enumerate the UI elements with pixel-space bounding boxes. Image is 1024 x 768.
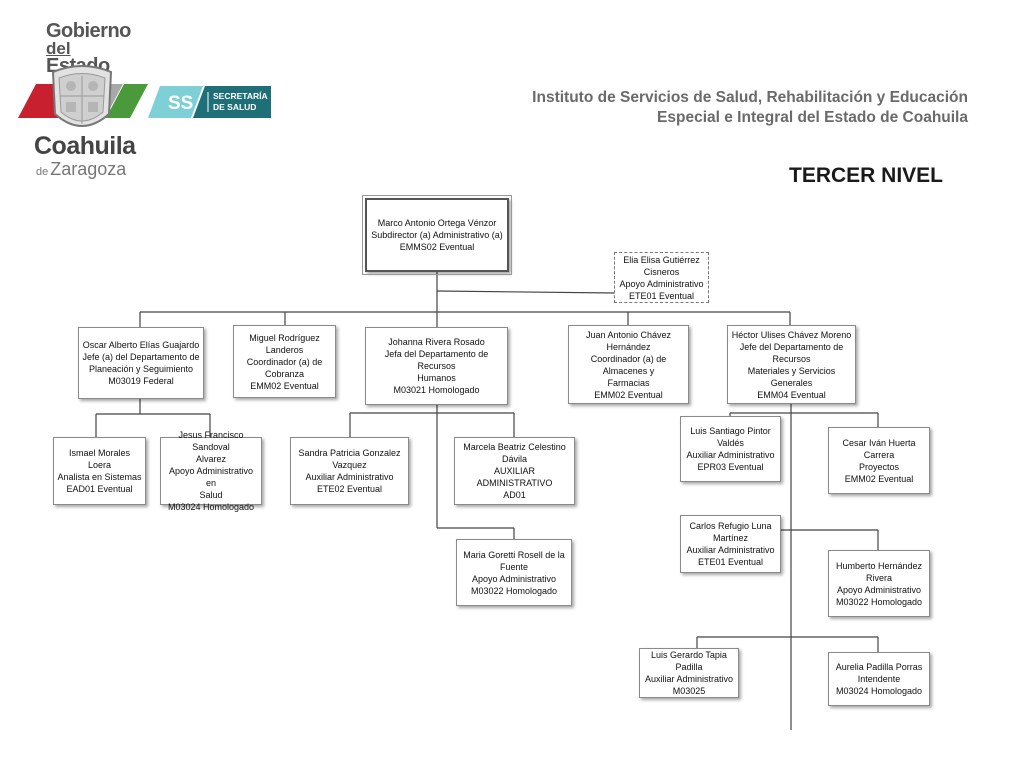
logo-coahuila: Coahuila [34, 132, 136, 160]
institute-line-1: Instituto de Servicios de Salud, Rehabil… [532, 89, 968, 106]
ss-logo-text: SS [168, 93, 193, 114]
level-title: TERCER NIVEL [789, 164, 944, 187]
coat-of-arms-seal [51, 65, 113, 127]
logo-del: del [46, 39, 71, 58]
de-salud-text: DE SALUD [213, 102, 256, 112]
institute-line-2: Especial e Integral del Estado de Coahui… [657, 109, 968, 126]
logo-gobierno: Gobierno [46, 20, 131, 42]
state-ribbon-logo: SS SECRETARÍA DE SALUD [18, 84, 271, 118]
secretaria-text: SECRETARÍA [213, 91, 268, 101]
institute-name: Instituto de Servicios de Salud, Rehabil… [532, 88, 968, 128]
